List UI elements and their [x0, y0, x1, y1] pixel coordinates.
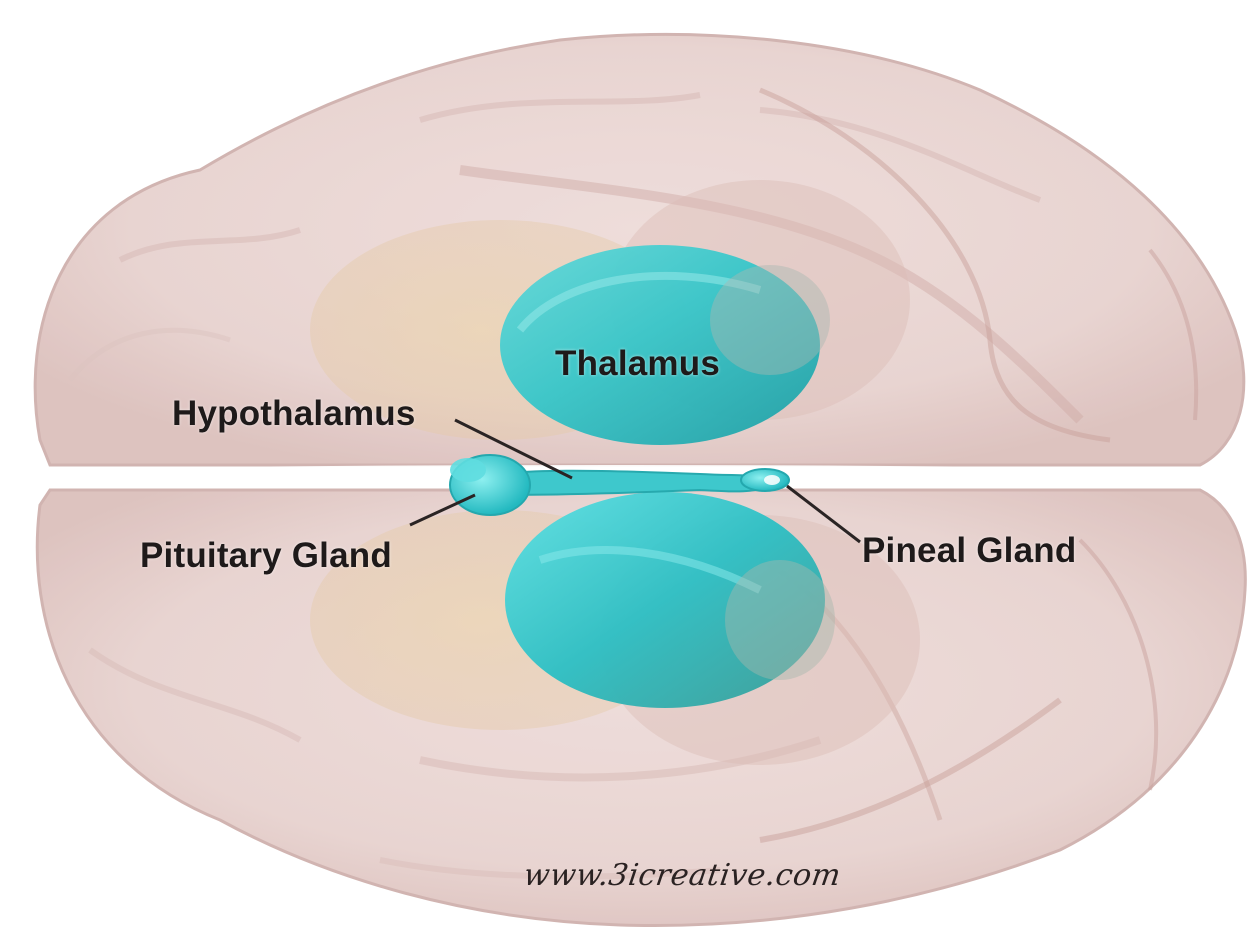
pineal-gland-label: Pineal Gland — [862, 531, 1076, 571]
pineal-gland-shape — [741, 469, 789, 491]
pituitary-gland-label: Pituitary Gland — [140, 536, 392, 576]
pituitary-gland-shape — [450, 455, 530, 515]
thalamus-label: Thalamus — [555, 344, 720, 384]
hypothalamus-label: Hypothalamus — [172, 394, 416, 434]
watermark-text: www.3icreative.com — [522, 858, 844, 893]
